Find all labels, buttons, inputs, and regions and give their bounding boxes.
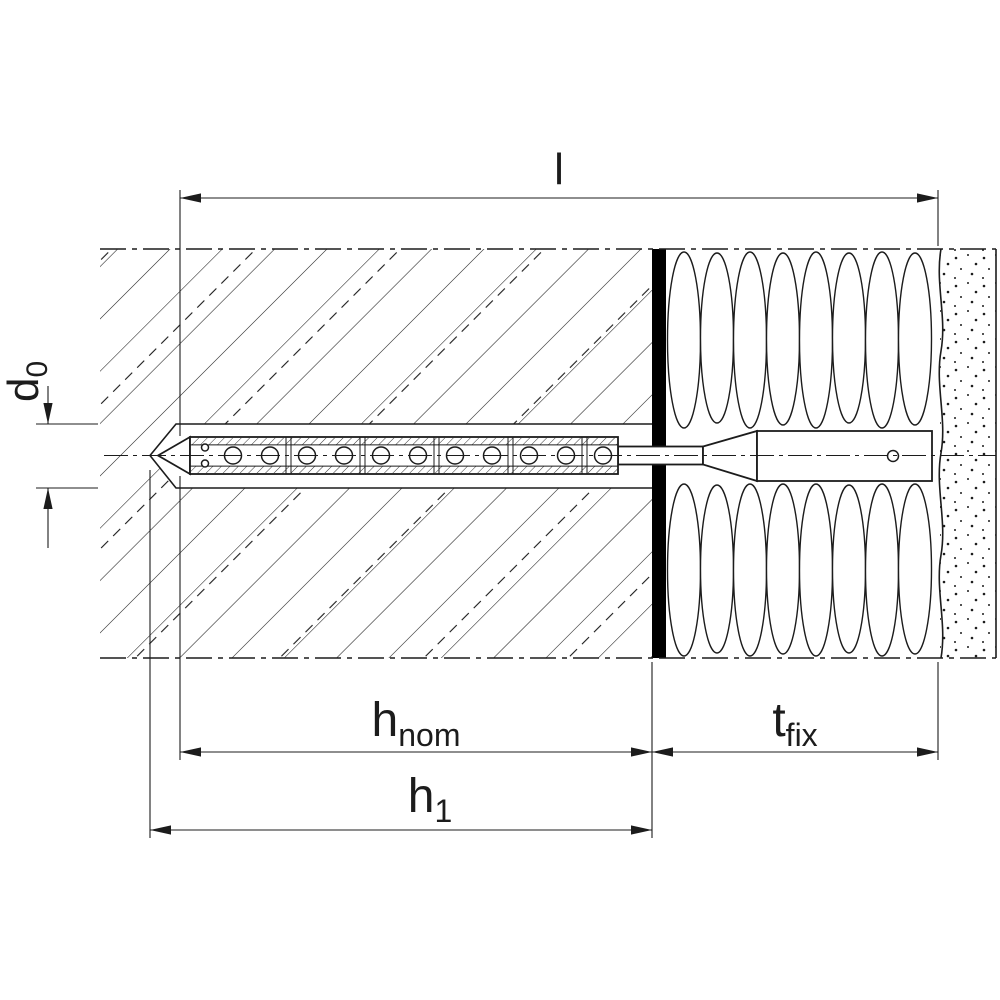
- dimension-hole-depth: h1: [149, 470, 652, 838]
- insulation-strand: [699, 252, 735, 424]
- label-sub: 0: [21, 361, 54, 378]
- insulation-strand: [897, 252, 933, 426]
- arrowhead-up-icon: [43, 488, 53, 509]
- label-main: l: [554, 145, 564, 194]
- label-main: d: [0, 378, 48, 402]
- insulation-strand: [666, 251, 702, 429]
- arrowhead-right-icon: [631, 747, 652, 757]
- dimensions: l d0 hnom h1: [0, 145, 939, 838]
- insulation-strand: [831, 484, 867, 654]
- label-main: h: [372, 694, 399, 747]
- arrowhead-right-icon: [631, 825, 652, 835]
- label-sub: nom: [398, 717, 460, 753]
- insulation-strand: [732, 483, 768, 657]
- render-stipple: [940, 249, 996, 658]
- label-sub: 1: [434, 793, 452, 829]
- arrowhead-left-icon: [180, 193, 201, 203]
- section-break-lines: [100, 248, 996, 659]
- sleeve-tip-hole: [200, 459, 210, 468]
- dimension-total-length: l: [179, 145, 939, 436]
- insulation-strand: [864, 483, 900, 657]
- label-total-length: l: [554, 145, 564, 194]
- dimension-nominal-embedment: hnom: [179, 476, 653, 838]
- arrowhead-left-icon: [652, 747, 673, 757]
- label-main: h: [408, 770, 435, 823]
- label-nominal-embedment: hnom: [372, 694, 461, 753]
- arrowhead-right-icon: [917, 193, 938, 203]
- arrowhead-left-icon: [180, 747, 201, 757]
- insulation-strand: [765, 483, 801, 655]
- label-fixture-thickness: tfix: [772, 694, 817, 753]
- insulation-strand: [831, 252, 867, 424]
- arrowhead-right-icon: [917, 747, 938, 757]
- insulation-strand: [765, 252, 801, 426]
- render-inner-edge: [938, 248, 944, 659]
- label-hole-depth: h1: [408, 770, 453, 829]
- insulation-strand: [699, 484, 735, 654]
- insulation-strand: [798, 483, 834, 657]
- insulation-strand: [798, 251, 834, 429]
- anchor-sleeve-knurl-top: [190, 437, 618, 445]
- label-hole-diameter: d0: [0, 361, 54, 402]
- arrowhead-down-icon: [43, 403, 53, 424]
- dimension-hole-diameter: d0: [0, 361, 98, 548]
- sleeve-tip-hole: [200, 443, 210, 452]
- insulation-strand: [897, 483, 933, 655]
- anchor-sleeve-knurl-bottom: [190, 466, 618, 474]
- render-layer: [938, 248, 997, 659]
- insulation-strand: [864, 251, 900, 429]
- dimension-fixture-thickness: tfix: [652, 662, 939, 760]
- arrowhead-left-icon: [150, 825, 171, 835]
- insulation-strand: [732, 251, 768, 429]
- label-main: t: [772, 694, 785, 747]
- label-sub: fix: [786, 717, 818, 753]
- insulation-strand: [666, 483, 702, 657]
- insulation-layer: [666, 251, 933, 657]
